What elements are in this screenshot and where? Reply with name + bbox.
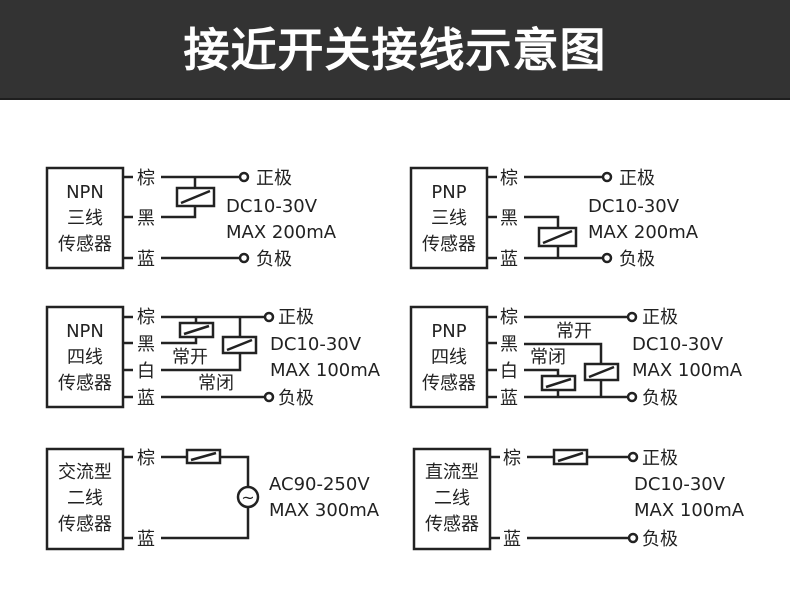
wire-black-label: 黑	[137, 208, 155, 229]
terminal-positive-icon	[238, 171, 250, 183]
contact-no-label: 常开	[172, 347, 208, 368]
sensor-label: 传感器	[422, 373, 476, 394]
sensor-label: 传感器	[422, 234, 476, 255]
terminal-positive-icon	[263, 311, 275, 323]
wire-white	[524, 368, 560, 376]
terminal-positive-icon	[601, 171, 613, 183]
sensor-label: 传感器	[58, 514, 112, 535]
contact-nc-label: 常闭	[530, 347, 566, 368]
sensor-type: NPN	[66, 182, 104, 203]
sensor-type: PNP	[431, 321, 466, 342]
wire-brown-label: 棕	[137, 307, 155, 328]
wire-blue-label: 蓝	[500, 249, 518, 270]
wire-black	[524, 342, 603, 364]
diagram-dc-2wire: 直流型 二线 传感器 棕 蓝 正极 负极 DC10-30V MAX 100mA	[412, 447, 745, 551]
terminal-negative-label: 负极	[619, 249, 655, 270]
diagram-ac-2wire: 交流型 二线 传感器 棕 蓝 ~ AC90-250V MAX 300mA	[45, 447, 380, 551]
sensor-wires: 三线	[67, 208, 103, 229]
wire-white-label: 白	[500, 361, 518, 382]
wire-black	[524, 215, 560, 228]
terminal-positive-icon	[626, 311, 638, 323]
terminal-positive-label: 正极	[642, 448, 678, 469]
spec-current: MAX 300mA	[269, 500, 380, 521]
sensor-wires: 二线	[434, 488, 470, 509]
page-title: 接近开关接线示意图	[183, 23, 607, 77]
terminal-positive-icon	[627, 451, 639, 463]
wire-brown-label: 棕	[137, 168, 155, 189]
wire-white	[161, 353, 242, 372]
sensor-label: 传感器	[58, 373, 112, 394]
spec-current: MAX 100mA	[634, 500, 745, 521]
diagram-npn-3wire: NPN 三线 传感器 棕 黑 蓝 正极 负极 DC10-30V MAX 200m…	[45, 166, 337, 270]
terminal-negative-label: 负极	[278, 388, 314, 409]
ac-source-symbol: ~	[241, 488, 254, 507]
terminal-negative-label: 负极	[256, 249, 292, 270]
terminal-positive-label: 正极	[256, 168, 292, 189]
terminal-positive-label: 正极	[642, 307, 678, 328]
header-banner: 接近开关接线示意图	[0, 0, 790, 100]
terminal-negative-icon	[601, 252, 613, 264]
contact-nc-label: 常闭	[198, 373, 234, 394]
wire-black-label: 黑	[137, 334, 155, 355]
terminal-negative-label: 负极	[642, 529, 678, 550]
wire-black-label: 黑	[500, 334, 518, 355]
wire-white-label: 白	[137, 361, 155, 382]
sensor-type: PNP	[431, 182, 466, 203]
sensor-type: 直流型	[425, 462, 479, 483]
sensor-label: 传感器	[425, 514, 479, 535]
terminal-negative-label: 负极	[642, 388, 678, 409]
sensor-type: 交流型	[58, 462, 112, 483]
terminal-positive-label: 正极	[619, 168, 655, 189]
wire-black-label: 黑	[500, 208, 518, 229]
sensor-wires: 二线	[67, 488, 103, 509]
spec-voltage: DC10-30V	[634, 474, 726, 495]
spec-current: MAX 100mA	[270, 360, 381, 381]
wire-blue-label: 蓝	[137, 249, 155, 270]
terminal-negative-icon	[627, 532, 639, 544]
wire-blue-label: 蓝	[500, 388, 518, 409]
wire-brown-label: 棕	[500, 307, 518, 328]
wire-blue	[161, 507, 250, 540]
sensor-box	[45, 305, 125, 409]
wire-brown-label: 棕	[137, 448, 155, 469]
terminal-negative-icon	[238, 252, 250, 264]
sensor-wires: 三线	[431, 208, 467, 229]
sensor-label: 传感器	[58, 234, 112, 255]
spec-voltage: DC10-30V	[226, 196, 318, 217]
wire-blue-label: 蓝	[137, 388, 155, 409]
diagram-pnp-3wire: PNP 三线 传感器 棕 黑 蓝 正极 负极 DC10-30V MAX 200m…	[409, 166, 699, 270]
spec-current: MAX 200mA	[588, 222, 699, 243]
diagram-pnp-4wire: PNP 四线 传感器 棕 黑 白 蓝 正极 负极 常开 常闭 DC10-30V …	[409, 305, 743, 409]
terminal-positive-label: 正极	[278, 307, 314, 328]
sensor-type: NPN	[66, 321, 104, 342]
terminal-negative-icon	[626, 391, 638, 403]
wire-black	[161, 337, 198, 345]
spec-voltage: DC10-30V	[588, 196, 680, 217]
sensor-box	[409, 305, 489, 409]
sensor-box	[45, 447, 125, 551]
spec-voltage: DC10-30V	[270, 334, 362, 355]
spec-voltage: DC10-30V	[632, 334, 724, 355]
wire-brown-label: 棕	[500, 168, 518, 189]
wire-blue-label: 蓝	[137, 529, 155, 550]
spec-current: MAX 200mA	[226, 222, 337, 243]
sensor-wires: 四线	[67, 347, 103, 368]
spec-voltage: AC90-250V	[269, 474, 370, 495]
wire-black	[161, 206, 197, 219]
wire-brown-label: 棕	[503, 448, 521, 469]
contact-no-label: 常开	[556, 321, 592, 342]
diagram-npn-4wire: NPN 四线 传感器 棕 黑 白 蓝 正极 负极 常开 常闭 DC10-30V …	[45, 305, 381, 409]
spec-current: MAX 100mA	[632, 360, 743, 381]
sensor-box	[412, 447, 492, 551]
wire-blue-label: 蓝	[503, 529, 521, 550]
terminal-negative-icon	[263, 391, 275, 403]
sensor-wires: 四线	[431, 347, 467, 368]
